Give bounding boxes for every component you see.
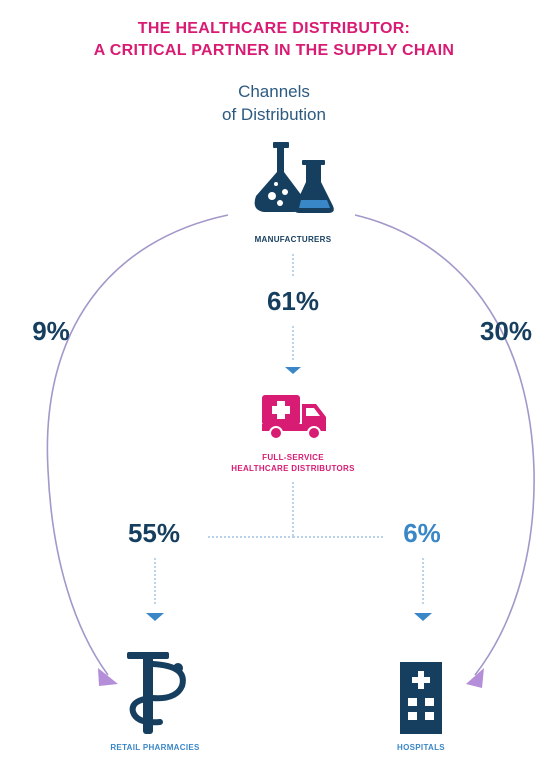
arrowhead-61 (285, 367, 301, 374)
arc-to-pharmacies (46, 214, 229, 676)
flow-9-percent: 9% (32, 316, 70, 346)
distributors-label-line-2: HEALTHCARE DISTRIBUTORS (231, 464, 355, 473)
distributors-label-line-1: FULL-SERVICE (262, 453, 324, 462)
hospitals-label: HOSPITALS (397, 743, 445, 752)
flow-30-percent: 30% (479, 316, 533, 346)
lab-flasks-icon (254, 142, 334, 213)
flow-55-percent: 55% (127, 518, 181, 548)
hospital-building-icon (400, 662, 442, 734)
flow-6-percent: 6% (403, 518, 441, 548)
arc-arrowhead-hospitals (466, 668, 484, 688)
title-line-2: A CRITICAL PARTNER IN THE SUPPLY CHAIN (93, 42, 455, 59)
subtitle-line-1: Channels (238, 82, 310, 101)
flow-61-percent: 61% (266, 286, 320, 316)
subtitle-line-2: of Distribution (222, 105, 326, 124)
title-line-1: THE HEALTHCARE DISTRIBUTOR: (137, 20, 411, 37)
arc-arrowhead-pharmacies (98, 668, 118, 686)
pharmacy-snake-icon (127, 652, 186, 734)
arrowhead-6 (414, 613, 432, 621)
ambulance-truck-icon (262, 395, 326, 440)
arc-to-hospitals (354, 214, 535, 676)
arrowhead-55 (146, 613, 164, 621)
manufacturers-label: MANUFACTURERS (254, 235, 332, 244)
pharmacies-label: RETAIL PHARMACIES (110, 743, 200, 752)
